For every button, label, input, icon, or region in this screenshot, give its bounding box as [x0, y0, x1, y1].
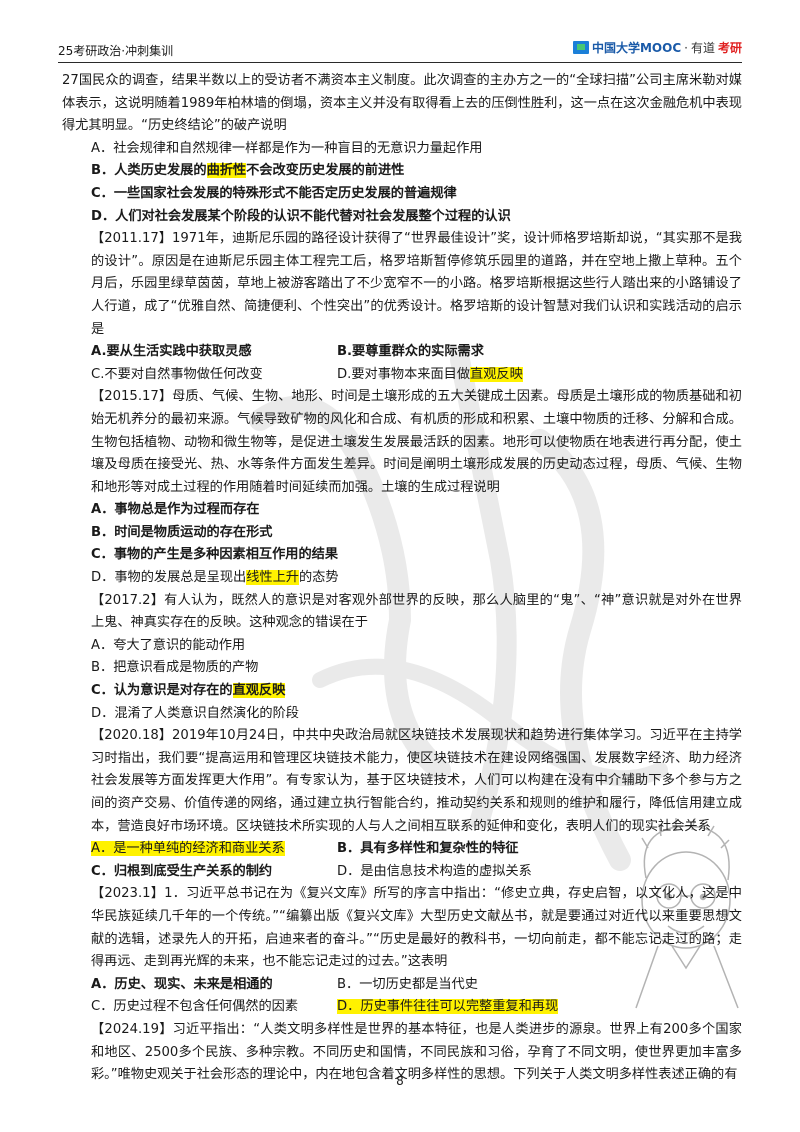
- options-row: C.不要对自然事物做任何改变 D.要对事物本来面目做直观反映: [62, 364, 742, 387]
- page-header: 25考研政治·冲刺集训 中国大学MOOC · 有道考研: [58, 34, 742, 63]
- options-row: A．历史、现实、未来是相通的 B．一切历史都是当代史: [62, 974, 742, 997]
- highlighted-text: A．是一种单纯的经济和商业关系: [91, 841, 285, 857]
- highlighted-text: 线性上升: [246, 570, 299, 586]
- option-d: D．事物的发展总是呈现出线性上升的态势: [91, 570, 339, 586]
- option-b: B．时间是物质运动的存在形式: [91, 524, 273, 540]
- option-d: D．混淆了人类意识自然演化的阶段: [91, 705, 299, 721]
- options-row: C．归根到底受生产关系的制约 D．是由信息技术构造的虚拟关系: [62, 861, 742, 884]
- option-b: B．具有多样性和复杂性的特征: [337, 841, 519, 857]
- logo-brand-accent: 考研: [717, 41, 742, 55]
- question-stem: 27国民众的调查，结果半数以上的受访者不满资本主义制度。此次调查的主办方之一的“…: [62, 73, 742, 134]
- question-2020-18: 【2020.18】2019年10月24日，中共中央政治局就区块链技术发展现状和趋…: [91, 728, 742, 834]
- option-b: B．一切历史都是当代史: [337, 976, 478, 992]
- option-a: A．历史、现实、未来是相通的: [91, 976, 273, 992]
- option-c: C．历史过程不包含任何偶然的因素: [91, 999, 299, 1015]
- mooc-logo: 中国大学MOOC · 有道考研: [572, 39, 742, 56]
- question-2017-2: 【2017.2】有人认为，既然人的意识是对客观外部世界的反映，那么人脑里的“鬼”…: [91, 592, 742, 631]
- logo-separator: ·: [684, 40, 688, 55]
- option-c: C．归根到底受生产关系的制约: [91, 863, 273, 879]
- option-d: D．人们对社会发展某个阶段的认识不能代替对社会发展整个过程的认识: [91, 208, 511, 224]
- option-d: D．是由信息技术构造的虚拟关系: [337, 863, 532, 879]
- highlighted-text: 曲折性: [206, 163, 247, 179]
- highlighted-text: 直观反映: [470, 366, 523, 382]
- option-c: C.不要对自然事物做任何改变: [91, 366, 263, 382]
- highlighted-text: D．历史事件往往可以完整重复和再现: [337, 999, 559, 1015]
- header-divider: [58, 62, 742, 63]
- option-d: D.要对事物本来面目做直观反映: [337, 366, 523, 382]
- highlighted-text: 直观反映: [232, 683, 286, 699]
- option-b: B．人类历史发展的曲折性不会改变历史发展的前进性: [91, 163, 405, 179]
- cartoon-teacher-illustration: [635, 817, 739, 1009]
- question-2023-1: 【2023.1】1．习近平总书记在为《复兴文库》所写的序言中指出：“修史立典，存…: [91, 886, 742, 970]
- option-c: C．一些国家社会发展的特殊形式不能否定历史发展的普遍规律: [91, 185, 457, 201]
- option-d: D．历史事件往往可以完整重复和再现: [337, 996, 559, 1019]
- option-c: C．事物的产生是多种因素相互作用的结果: [91, 547, 339, 563]
- option-a: A．社会规律和自然规律一样都是作为一种盲目的无意识力量起作用: [91, 140, 483, 156]
- options-row: C．历史过程不包含任何偶然的因素 D．历史事件往往可以完整重复和再现: [62, 996, 742, 1019]
- option-c: C．认为意识是对存在的直观反映: [91, 683, 286, 699]
- header-title: 25考研政治·冲刺集训: [58, 44, 174, 58]
- options-row: A.要从生活实践中获取灵感 B.要尊重群众的实际需求: [62, 341, 742, 364]
- logo-text: 中国大学MOOC: [591, 41, 682, 55]
- option-a: A．事物总是作为过程而存在: [91, 502, 260, 518]
- page-number: 8: [396, 1074, 404, 1088]
- option-a: A.要从生活实践中获取灵感: [91, 344, 252, 360]
- logo-brand: 有道: [690, 41, 715, 55]
- question-2015-17: 【2015.17】母质、气候、生物、地形、时间是土壤形成的五大关键成土因素。母质…: [91, 389, 742, 495]
- mooc-logo-icon: [572, 41, 589, 54]
- option-a: A．是一种单纯的经济和商业关系: [91, 838, 337, 861]
- option-b: B.要尊重群众的实际需求: [337, 344, 484, 360]
- question-2011-17: 【2011.17】1971年，迪斯尼乐园的路径设计获得了“世界最佳设计”奖，设计…: [91, 231, 742, 337]
- options-row: A．是一种单纯的经济和商业关系 B．具有多样性和复杂性的特征: [62, 838, 742, 861]
- question-2024-19: 【2024.19】习近平指出：“人类文明多样性是世界的基本特征，也是人类进步的源…: [91, 1021, 742, 1083]
- option-a: A．夸大了意识的能动作用: [91, 637, 246, 653]
- document-body: 27国民众的调查，结果半数以上的受访者不满资本主义制度。此次调查的主办方之一的“…: [62, 70, 742, 1087]
- option-b: B．把意识看成是物质的产物: [91, 660, 259, 676]
